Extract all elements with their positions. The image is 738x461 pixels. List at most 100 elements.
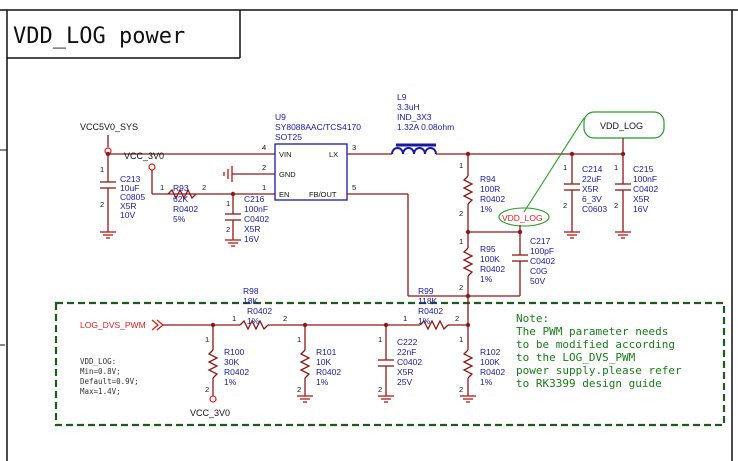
c215-voltage: 16V [633,204,648,214]
c215-value: 100nF [633,174,657,184]
vcc-3v0-top-label: VCC_3V0 [124,151,164,161]
r99-pin2: 2 [455,314,459,323]
pin-en-number: 1 [262,183,266,192]
svg-text:2: 2 [205,385,209,394]
vdd-log-output-label: VDD_LOG [600,121,643,131]
svg-text:1: 1 [563,163,567,172]
pin-lx-name: LX [329,150,338,159]
r100-ref: R100 [224,347,245,357]
r94-tolerance: 1% [480,204,493,214]
c222-voltage: 25V [397,377,412,387]
r98-pin1: 1 [232,314,236,323]
pin-gnd-name: GND [279,170,296,179]
r98-tolerance: 1% [247,316,260,326]
c217-voltage: 50V [530,276,545,286]
c217-value: 100pF [530,246,554,256]
vcc-3v0-top-flag [148,163,156,194]
c216-package: C0402 [244,214,269,224]
r99-package: R0402 [418,306,443,316]
r95-ref: R95 [480,244,496,254]
sheet-border [0,9,738,461]
resistor-r99 [419,319,468,331]
svg-text:1: 1 [205,335,209,344]
capacitor-c222: 1 2 [378,325,394,403]
resistor-r100: 1 2 [205,325,219,403]
r100-value: 30K [224,357,239,367]
pin-lx-number: 3 [352,143,356,152]
c216-value: 100nF [244,204,268,214]
c216-dielectric: X5R [244,224,261,234]
r93-package: R0402 [173,204,198,214]
svg-text:1: 1 [297,335,301,344]
resistor-r101: 1 2 [297,325,313,403]
capacitor-c213: 1 2 [100,154,116,239]
r98-value: 18K [243,296,258,306]
c214-voltage: 6_3V [582,194,602,204]
l9-rating: 1.32A 0.08ohm [397,122,454,132]
svg-text:2: 2 [459,385,463,394]
r99-value: 118K [418,296,438,306]
sheet-title: VDD_LOG power [13,24,185,49]
svg-text:2: 2 [378,385,382,394]
vcc5v0-sys-label: VCC5V0_SYS [80,122,138,132]
r93-tolerance: 5% [173,214,186,224]
l9-package: IND_3X3 [397,112,432,122]
u9-ref: U9 [275,112,286,122]
note-line-2: to be modified according [516,338,675,351]
svg-text:2: 2 [226,225,230,234]
svg-text:1: 1 [100,165,104,174]
svg-text:2: 2 [614,201,618,210]
note-line-5: to RK3399 design guide [516,377,662,390]
note-line-1: The PWM parameter needs [516,325,668,338]
pin-en-name: EN [279,190,289,199]
svg-text:1: 1 [226,199,230,208]
pin-fb-name: FB/OUT [309,190,337,199]
vdd-log-sense-callout [498,207,550,227]
r99-tolerance: 1% [418,316,431,326]
r94-value: 100R [480,184,500,194]
r101-value: 10K [316,357,331,367]
dvs-section-box [54,301,726,427]
r93-value: 62K [173,194,188,204]
resistor-r95: 1 2 [459,232,474,296]
c213-package: C0805 [120,192,145,202]
r101-tolerance: 1% [316,377,329,387]
r100-package: R0402 [224,367,249,377]
c222-dielectric: X5R [397,367,414,377]
r102-package: R0402 [480,367,505,377]
l9-ref: L9 [397,92,407,102]
r93-pin1: 1 [160,183,164,192]
r93-ref: R93 [173,183,189,193]
c222-ref: C222 [397,337,418,347]
svg-text:2: 2 [100,200,104,209]
log-dvs-pwm-arrow-icon [151,319,165,331]
c213-value: 10uF [120,183,139,193]
r99-ref: R99 [418,286,434,296]
r98-ref: R98 [243,286,259,296]
note-heading: Note: [516,312,549,325]
capacitor-c215: 1 2 [614,154,631,239]
sheet-edge-marks [0,149,7,346]
u9-package: SOT25 [275,132,302,142]
r101-ref: R101 [316,347,337,357]
c213-voltage: 10V [120,210,135,220]
svg-text:2: 2 [563,201,567,210]
r101-package: R0402 [316,367,341,377]
c214-package: C0603 [582,204,607,214]
c217-dielectric: C0G [530,266,547,276]
resistor-r98 [239,319,269,331]
vcc-3v0-bottom-label: VCC_3V0 [190,408,230,418]
inductor-l9 [391,143,437,155]
r99-pin1: 1 [403,314,407,323]
vdd-log-output-callout [523,111,665,213]
c214-ref: C214 [582,164,603,174]
c214-value: 22uF [582,174,601,184]
svg-text:1: 1 [459,161,463,170]
u9-part: SY8088AAC/TCS4170 [275,122,361,132]
vcc5v0-sys-power-flag [104,135,112,155]
pin-fb-number: 5 [352,183,356,192]
l9-value: 3.3uH [397,102,420,112]
pin-gnd-number: 2 [262,163,266,172]
r98-package: R0402 [247,306,272,316]
